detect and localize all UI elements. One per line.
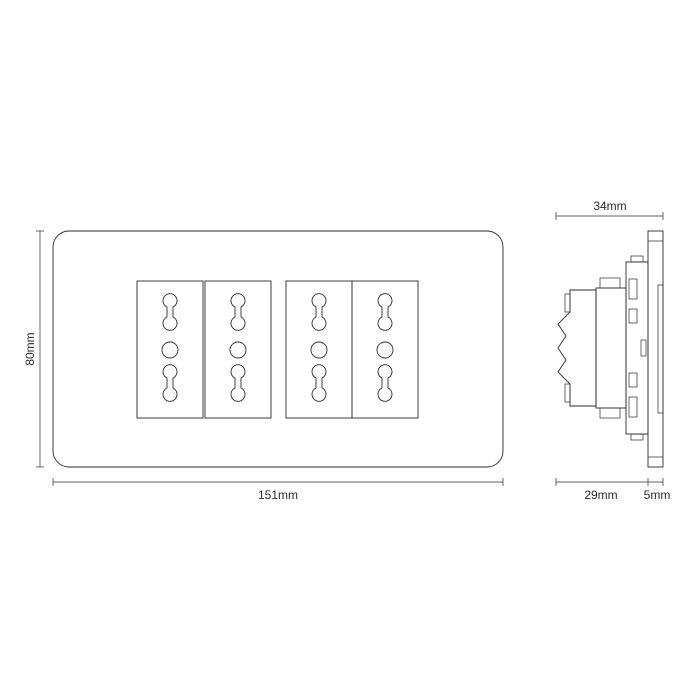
socket-body	[595, 287, 627, 409]
width-label: 151mm	[258, 488, 298, 502]
body-terminal-bottom	[599, 407, 621, 419]
socket-frame	[136, 280, 204, 419]
depth-plate-label: 5mm	[644, 488, 671, 502]
pin-hole-bottom	[230, 364, 246, 402]
pin-hole-middle	[310, 341, 328, 359]
frame-tab-3	[628, 372, 638, 388]
socket-frame	[204, 280, 272, 419]
pin-hole-top	[377, 293, 393, 331]
wall-plate-outline	[52, 230, 504, 468]
pin-hole-bottom	[311, 364, 327, 402]
frame-clip-bottom	[630, 433, 644, 441]
depth-body-label: 29mm	[584, 488, 617, 502]
width-dimension: 151mm	[52, 478, 504, 502]
socket-module	[285, 280, 353, 419]
pin-hole-middle	[161, 341, 179, 359]
height-label: 80mm	[23, 332, 37, 365]
frame-clip-top	[630, 255, 644, 263]
pin-hole-bottom	[162, 364, 178, 402]
pin-hole-middle	[376, 341, 394, 359]
front-view	[52, 230, 504, 468]
body-terminal-top	[599, 277, 621, 289]
pin-hole-top	[230, 293, 246, 331]
socket-module	[351, 280, 419, 419]
height-dimension: 80mm	[23, 230, 44, 468]
frame-tab-2	[628, 308, 638, 324]
pin-hole-middle	[229, 341, 247, 359]
rear-screw-bottom	[564, 383, 571, 403]
rear-terminal-block	[557, 289, 597, 407]
socket-frame	[351, 280, 419, 419]
frame-tab-1	[628, 278, 638, 300]
depth-bottom-dimensions: 29mm 5mm	[555, 478, 671, 502]
pin-hole-top	[311, 293, 327, 331]
frame-tab-4	[628, 396, 638, 418]
side-plate	[647, 230, 664, 468]
depth-total-dimension: 34mm	[555, 199, 664, 220]
socket-module	[136, 280, 204, 419]
side-plate-inset	[657, 284, 664, 414]
rear-screw-top	[564, 293, 571, 313]
pin-hole-bottom	[377, 364, 393, 402]
frame-latch	[640, 339, 647, 357]
side-view	[557, 230, 664, 468]
socket-module	[204, 280, 272, 419]
socket-frame	[285, 280, 353, 419]
pin-hole-top	[162, 293, 178, 331]
socket-group	[136, 280, 419, 419]
depth-total-label: 34mm	[593, 199, 626, 213]
